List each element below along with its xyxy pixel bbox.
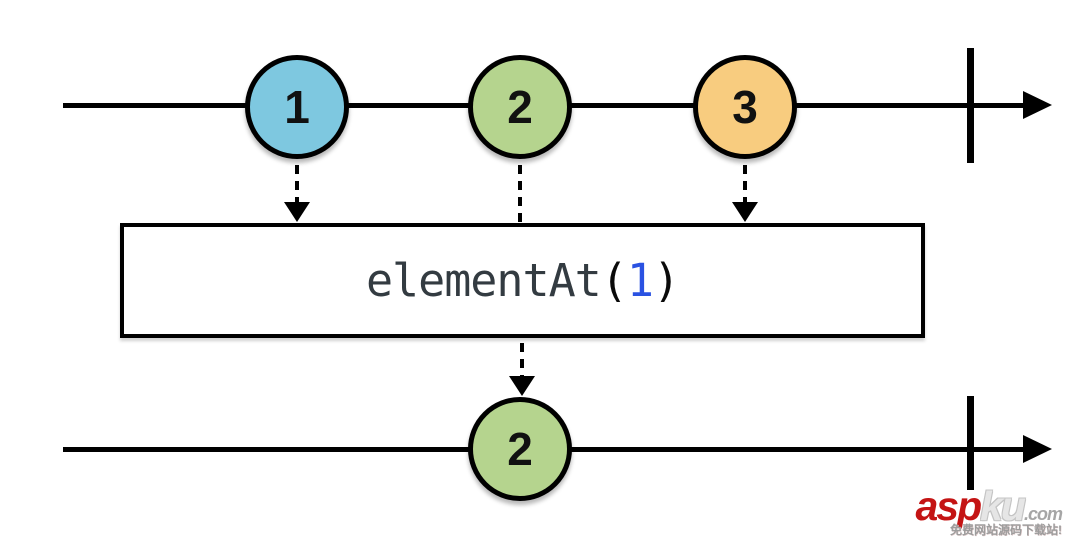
watermark-brand-ku: ku bbox=[980, 483, 1026, 529]
output-timeline-arrow-icon bbox=[1023, 435, 1052, 463]
output-marble-2-label: 2 bbox=[507, 423, 533, 475]
input-marble-2: 2 bbox=[468, 55, 572, 159]
operator-argument: 1 bbox=[626, 254, 654, 307]
dashed-connector-marble-1-arrow-icon bbox=[284, 202, 310, 222]
input-complete-bar bbox=[967, 48, 974, 163]
output-marble-2: 2 bbox=[468, 397, 572, 501]
operator-paren-close: ) bbox=[652, 254, 680, 307]
input-marble-1: 1 bbox=[245, 55, 349, 159]
input-marble-3: 3 bbox=[693, 55, 797, 159]
dashed-connector-marble-3 bbox=[743, 165, 747, 202]
output-complete-bar bbox=[967, 396, 974, 490]
dashed-connector-marble-3-arrow-icon bbox=[732, 202, 758, 222]
dashed-connector-marble-2 bbox=[518, 165, 522, 223]
dashed-connector-output-arrow-icon bbox=[509, 376, 535, 396]
operator-paren-open: ( bbox=[600, 254, 628, 307]
dashed-connector-output bbox=[520, 343, 524, 376]
aspku-watermark: aspku.com 免费网站源码下载站! bbox=[915, 483, 1063, 537]
operator-name: elementAt bbox=[365, 254, 602, 307]
input-timeline-arrow-icon bbox=[1023, 91, 1052, 119]
operator-box: elementAt(1) bbox=[120, 223, 925, 338]
watermark-brand-asp: asp bbox=[915, 483, 982, 529]
watermark-tagline: 免费网站源码下载站! bbox=[950, 523, 1062, 537]
watermark-brand: aspku.com bbox=[915, 483, 1063, 529]
dashed-connector-marble-1 bbox=[295, 165, 299, 202]
watermark-domain: .com bbox=[1023, 504, 1063, 524]
input-marble-2-label: 2 bbox=[507, 81, 533, 133]
input-marble-3-label: 3 bbox=[732, 81, 758, 133]
input-marble-1-label: 1 bbox=[284, 81, 310, 133]
